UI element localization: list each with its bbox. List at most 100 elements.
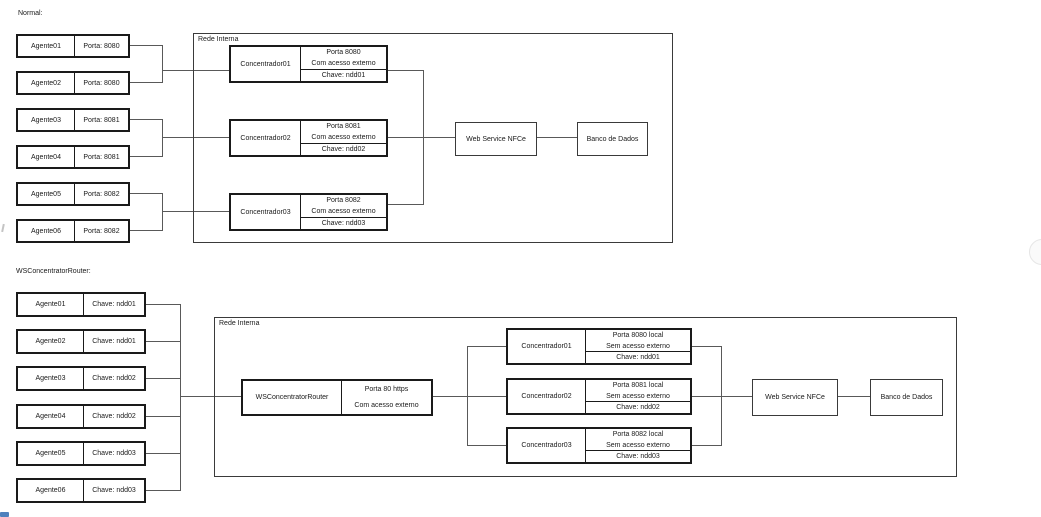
agent-box: Agente06 Chave: ndd03 xyxy=(16,478,146,503)
agent-box: Agente05 Chave: ndd03 xyxy=(16,441,146,466)
connector-line xyxy=(146,304,180,305)
connector-line xyxy=(180,396,241,397)
connector-line xyxy=(467,346,506,347)
concentrator-port: Porta 8080 local xyxy=(612,331,664,339)
rede-interna-box: Rede Interna xyxy=(214,317,957,477)
agent-name: Agente05 xyxy=(18,443,84,464)
connector-line xyxy=(130,82,162,83)
connector-line xyxy=(162,137,229,138)
web-service-label: Web Service NFCe xyxy=(466,135,526,143)
database-label: Banco de Dados xyxy=(586,135,639,143)
concentrator-name: Concentrador03 xyxy=(508,429,586,462)
wsconcentratorrouter-box: WSConcentratorRouter Porta 80 https Com … xyxy=(241,379,433,416)
agent-value: Chave: ndd03 xyxy=(92,487,136,494)
floating-widget-circle[interactable] xyxy=(1029,239,1041,265)
connector-line xyxy=(130,119,162,120)
connector-line xyxy=(130,193,162,194)
concentrator-name: Concentrador01 xyxy=(231,47,301,81)
connector-line xyxy=(146,378,180,379)
agent-name: Agente03 xyxy=(18,110,75,130)
connector-line xyxy=(162,45,163,83)
agent-name: Agente05 xyxy=(18,184,75,204)
agent-value: Porta: 8080 xyxy=(83,42,120,50)
agent-value: Chave: ndd03 xyxy=(92,450,136,457)
agent-value: Chave: ndd01 xyxy=(92,338,136,345)
agent-name: Agente06 xyxy=(18,221,75,241)
concentrator-access: Sem acesso externo xyxy=(606,392,670,400)
database-label: Banco de Dados xyxy=(880,394,933,401)
connector-line xyxy=(162,70,229,71)
concentrator-key: Chave: ndd01 xyxy=(301,69,386,81)
connector-line xyxy=(146,416,180,417)
concentrator-box: Concentrador03 Porta 8082 Com acesso ext… xyxy=(229,193,388,231)
agent-value: Porta: 8081 xyxy=(83,116,120,124)
connector-line xyxy=(130,230,162,231)
agent-name: Agente03 xyxy=(18,368,84,389)
agent-box: Agente06 Porta: 8082 xyxy=(16,219,130,243)
concentrator-name: Concentrador02 xyxy=(508,380,586,413)
connector-line xyxy=(692,445,721,446)
connector-line xyxy=(537,137,577,138)
bottom-left-artifact xyxy=(0,512,9,517)
connector-line xyxy=(721,346,722,446)
agent-box: Agente01 Chave: ndd01 xyxy=(16,292,146,317)
edge-artifact-mark xyxy=(1,223,5,233)
connector-line xyxy=(130,156,162,157)
concentrator-key: Chave: ndd02 xyxy=(586,401,690,413)
connector-line xyxy=(162,193,163,231)
web-service-box: Web Service NFCe xyxy=(752,379,838,416)
connector-line xyxy=(162,211,229,212)
connector-line xyxy=(838,396,870,397)
concentrator-access: Com acesso externo xyxy=(311,134,376,141)
connector-line xyxy=(388,204,423,205)
concentrator-name: Concentrador01 xyxy=(508,330,586,363)
concentrator-access: Sem acesso externo xyxy=(606,441,670,449)
agent-box: Agente03 Chave: ndd02 xyxy=(16,366,146,391)
agent-value: Chave: ndd02 xyxy=(92,375,136,382)
concentrator-box: Concentrador03 Porta 8082 local Sem aces… xyxy=(506,427,692,464)
rede-interna-label: Rede Interna xyxy=(219,320,260,327)
agent-value: Chave: ndd01 xyxy=(92,301,136,308)
concentrator-name: Concentrador02 xyxy=(231,121,301,155)
connector-line xyxy=(467,445,506,446)
agent-value: Porta: 8082 xyxy=(83,190,120,198)
agent-name: Agente06 xyxy=(18,480,84,501)
connector-line xyxy=(692,346,721,347)
agent-box: Agente01 Porta: 8080 xyxy=(16,34,130,58)
database-box: Banco de Dados xyxy=(577,122,648,156)
concentrator-access: Com acesso externo xyxy=(311,208,376,215)
concentrator-port: Porta 8082 xyxy=(326,197,361,204)
connector-line xyxy=(433,396,467,397)
agent-box: Agente02 Porta: 8080 xyxy=(16,71,130,95)
concentrator-box: Concentrador02 Porta 8081 Com acesso ext… xyxy=(229,119,388,157)
concentrator-key: Chave: ndd01 xyxy=(586,351,690,363)
concentrator-port: Porta 8081 xyxy=(326,123,361,130)
agent-name: Agente01 xyxy=(18,36,75,56)
agent-box: Agente05 Porta: 8082 xyxy=(16,182,130,206)
connector-line xyxy=(162,119,163,157)
agent-box: Agente03 Porta: 8081 xyxy=(16,108,130,132)
agent-value: Chave: ndd02 xyxy=(92,413,136,420)
connector-line xyxy=(146,341,180,342)
connector-line xyxy=(130,45,162,46)
concentrator-box: Concentrador01 Porta 8080 Com acesso ext… xyxy=(229,45,388,83)
agent-name: Agente02 xyxy=(18,73,75,93)
concentrator-key: Chave: ndd02 xyxy=(301,143,386,155)
concentrator-access: Com acesso externo xyxy=(311,60,376,67)
agent-box: Agente04 Chave: ndd02 xyxy=(16,404,146,429)
section-label-router: WSConcentratorRouter: xyxy=(16,268,91,275)
concentrator-box: Concentrador01 Porta 8080 local Sem aces… xyxy=(506,328,692,365)
concentrator-port: Porta 8080 xyxy=(326,49,361,56)
router-port: Porta 80 https xyxy=(364,385,409,393)
concentrator-key: Chave: ndd03 xyxy=(586,450,690,462)
connector-line xyxy=(146,453,180,454)
concentrator-port: Porta 8082 local xyxy=(612,430,664,438)
concentrator-name: Concentrador03 xyxy=(231,195,301,229)
agent-value: Porta: 8080 xyxy=(83,79,120,87)
connector-line xyxy=(423,70,424,205)
agent-name: Agente04 xyxy=(18,147,75,167)
database-box: Banco de Dados xyxy=(870,379,943,416)
agent-box: Agente02 Chave: ndd01 xyxy=(16,329,146,354)
connector-line xyxy=(692,396,752,397)
